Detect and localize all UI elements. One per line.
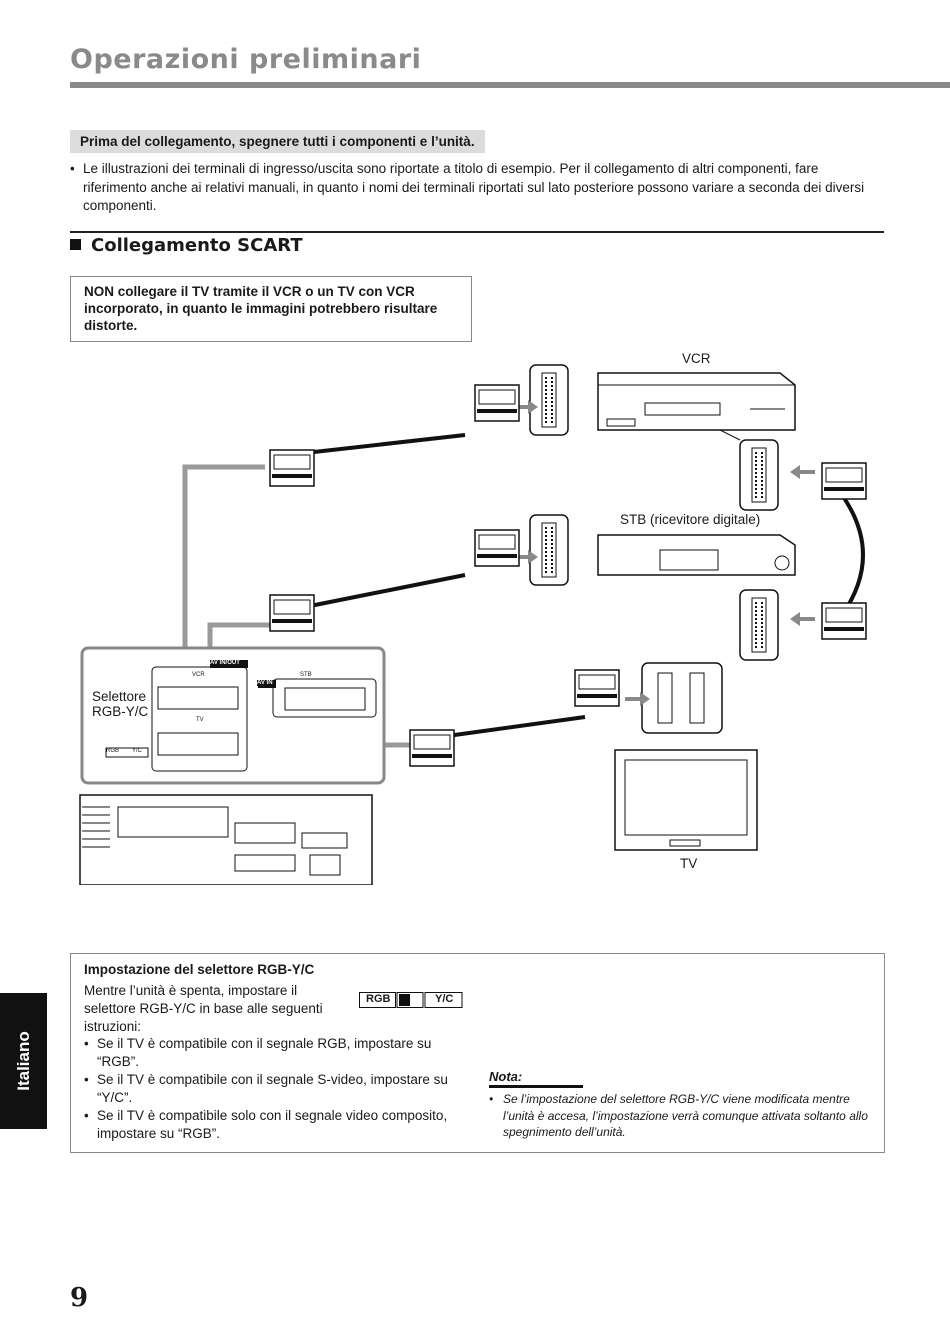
- label-stb: STB (ricevitore digitale): [620, 512, 761, 527]
- rear-panel-zoom: [80, 646, 386, 785]
- vcr-warning-note: NON collegare il TV tramite il VCR o un …: [70, 276, 472, 342]
- stb-socket-back: [739, 589, 779, 661]
- tv-socket: [641, 662, 723, 734]
- rgb-yc-settings-box: Impostazione del selettore RGB-Y/C Mentr…: [70, 953, 885, 1153]
- plug-vcr-stb-b: [821, 602, 867, 640]
- vcr-socket-top: [529, 364, 569, 436]
- rgb-yc-switch-illustration: [359, 992, 463, 1008]
- vcr-device: [597, 372, 796, 431]
- settings-intro: Mentre l’unità è spenta, impostare il se…: [84, 983, 323, 1034]
- panel-stb: STB: [300, 672, 312, 678]
- nota-bullet-dot: •: [489, 1092, 494, 1106]
- plug-vcr-stb-a: [821, 462, 867, 500]
- settings-list: Se il TV è compatibile con il segnale RG…: [84, 1035, 464, 1143]
- intro-bullet: • Le illustrazioni dei terminali di ingr…: [70, 160, 885, 216]
- settings-item: Se il TV è compatibile solo con il segna…: [84, 1107, 464, 1143]
- settings-title: Impostazione del selettore RGB-Y/C: [84, 962, 315, 977]
- plug-vcr-unit: [269, 449, 315, 487]
- plug-tv-device: [574, 669, 620, 707]
- panel-av-in: AV IN: [257, 680, 273, 686]
- panel-av-inout: AV IN/OUT: [210, 660, 240, 666]
- nota-body: • Se l’impostazione del selettore RGB-Y/…: [489, 1091, 879, 1141]
- switch-label-rgb: RGB: [366, 993, 391, 1005]
- power-off-warning: Prima del collegamento, spegnere tutti i…: [70, 130, 485, 153]
- plug-stb-unit: [269, 594, 315, 632]
- panel-rgb: RGB: [106, 748, 120, 754]
- title-rule: [70, 82, 950, 88]
- tv-device: [614, 749, 758, 851]
- stb-device: [597, 534, 796, 576]
- plug-stb-device: [474, 529, 520, 567]
- vcr-socket-back: [739, 439, 779, 511]
- label-selector-line1: Selettore: [92, 689, 147, 704]
- cables: [304, 433, 865, 739]
- section-title: Collegamento SCART: [91, 235, 303, 256]
- plug-tv-unit: [409, 729, 455, 767]
- plug-vcr-device: [474, 384, 520, 422]
- page-number: 9: [70, 1283, 89, 1313]
- page-title: Operazioni preliminari: [70, 44, 422, 75]
- unit-rear-panel: [79, 794, 373, 885]
- language-side-tab: Italiano: [0, 993, 47, 1129]
- bullet-dot: •: [70, 161, 75, 176]
- intro-bullet-text: Le illustrazioni dei terminali di ingres…: [83, 161, 865, 213]
- nota-title: Nota:: [489, 1069, 523, 1084]
- label-tv: TV: [680, 856, 698, 871]
- switch-label-yc: Y/C: [435, 993, 454, 1005]
- section-heading: Collegamento SCART: [70, 235, 303, 256]
- label-selector-line2: RGB-Y/C: [92, 704, 149, 719]
- section-square-icon: [70, 239, 81, 250]
- panel-yc: Y/C: [132, 748, 143, 754]
- label-vcr: VCR: [682, 351, 711, 366]
- panel-vcr: VCR: [192, 672, 205, 678]
- settings-item: Se il TV è compatibile con il segnale RG…: [84, 1035, 464, 1071]
- nota-text: Se l’impostazione del selettore RGB-Y/C …: [503, 1092, 868, 1139]
- stb-socket-top: [529, 514, 569, 586]
- side-tab-label: Italiano: [13, 1031, 33, 1091]
- panel-tv: TV: [196, 717, 204, 723]
- nota-rule: [489, 1085, 583, 1088]
- settings-item: Se il TV è compatibile con il segnale S-…: [84, 1071, 464, 1107]
- scart-connection-diagram: [79, 364, 867, 885]
- section-rule: [70, 231, 884, 233]
